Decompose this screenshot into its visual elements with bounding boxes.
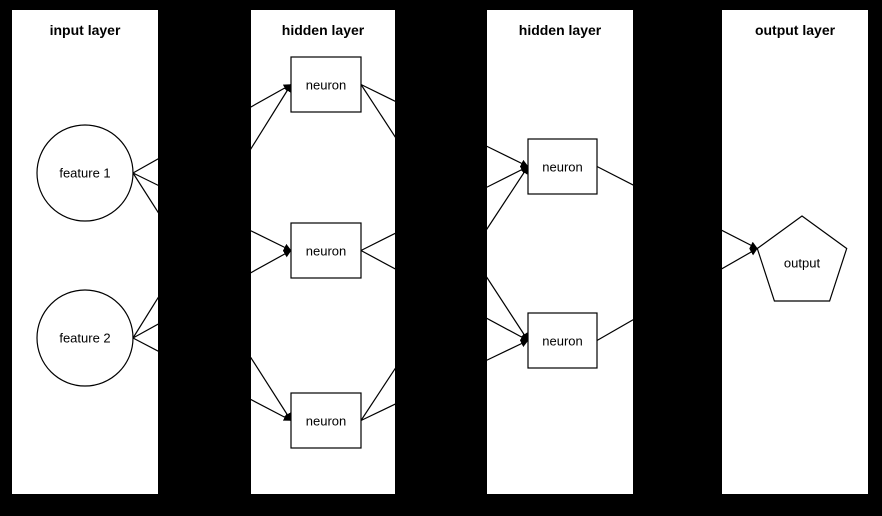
node-label-h2-neuron-1: neuron bbox=[542, 159, 583, 174]
node-label-output-node: output bbox=[783, 255, 821, 271]
layer-title-hidden-2: hidden layer bbox=[518, 22, 602, 38]
edges-group bbox=[132, 83, 758, 422]
layer-title-input: input layer bbox=[49, 22, 121, 38]
layer-title-output: output layer bbox=[754, 22, 836, 38]
node-label-feature-1: feature 1 bbox=[59, 165, 111, 181]
node-label-h1-neuron-3: neuron bbox=[305, 413, 347, 428]
panel-input-layer bbox=[12, 10, 158, 494]
panel-output-layer bbox=[722, 10, 868, 494]
node-label-feature-2: feature 2 bbox=[59, 330, 111, 346]
node-label-h2-neuron-2: neuron bbox=[542, 333, 583, 348]
node-label-h1-neuron-2: neuron bbox=[305, 243, 347, 258]
panel-hidden-layer-2 bbox=[487, 10, 633, 494]
node-label-h1-neuron-1: neuron bbox=[305, 77, 347, 92]
layer-title-hidden-1: hidden layer bbox=[281, 22, 365, 38]
